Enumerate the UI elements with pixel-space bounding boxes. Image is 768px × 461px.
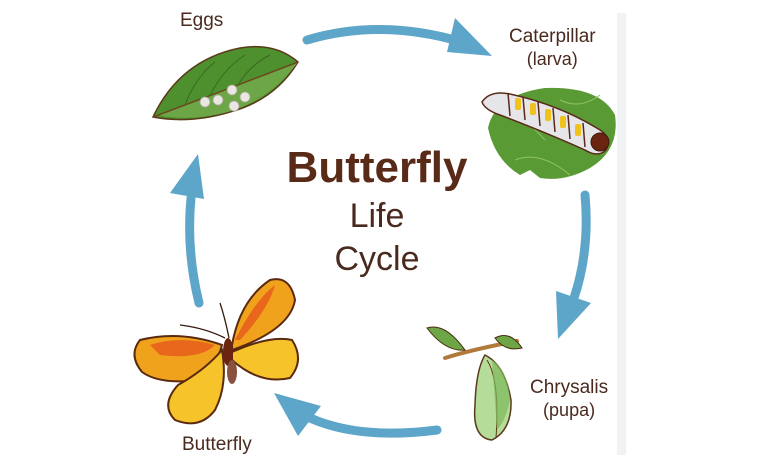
stage-label-caterpillar: Caterpillar (larva)	[509, 26, 596, 70]
stage-sub-name: (larva)	[526, 49, 578, 69]
side-scroll-strip	[617, 13, 626, 455]
arrow-caterpillar-to-chrysalis-icon	[556, 190, 591, 339]
caterpillar-icon	[481, 87, 616, 179]
diagram-subtitle-life: Life	[349, 197, 405, 235]
stage-label-butterfly: Butterfly	[182, 434, 252, 456]
diagram-subtitle-cycle: Cycle	[334, 240, 420, 278]
stage-label-chrysalis: Chrysalis (pupa)	[530, 377, 608, 421]
egg-leaf-icon	[151, 45, 299, 121]
diagram-title: Butterfly	[286, 143, 468, 192]
stage-name: Chrysalis	[530, 377, 609, 398]
butterfly-icon	[133, 278, 299, 425]
chrysalis-icon	[426, 326, 523, 441]
stage-name: Eggs	[180, 10, 224, 31]
arrow-butterfly-to-eggs-icon	[170, 154, 204, 308]
stage-name: Butterfly	[182, 434, 252, 455]
arrow-eggs-to-caterpillar-icon	[302, 18, 492, 56]
stage-name: Caterpillar	[509, 26, 596, 47]
stage-label-eggs: Eggs	[180, 10, 223, 32]
cycle-arrows	[170, 18, 591, 438]
stage-sub-name: (pupa)	[543, 400, 596, 420]
arrow-chrysalis-to-butterfly-icon	[274, 393, 442, 438]
